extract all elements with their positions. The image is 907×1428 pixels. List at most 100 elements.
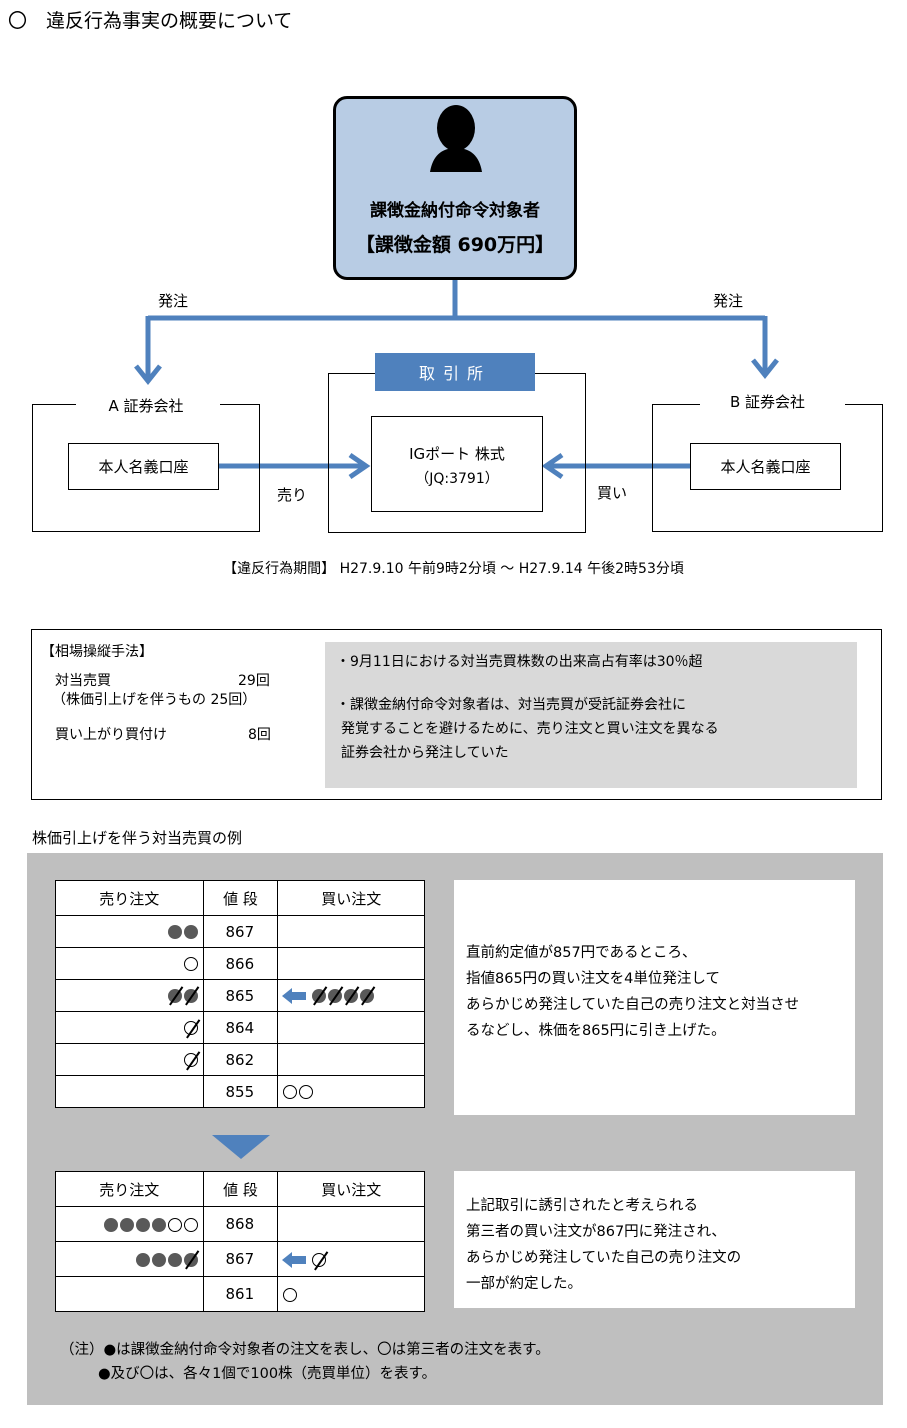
connector-arrows bbox=[134, 280, 779, 480]
explanation-2-line: 第三者の買い注文が867円に発注され、 bbox=[466, 1224, 726, 1240]
own-order-dot-matched bbox=[328, 989, 343, 1003]
page-title: 〇 違反行為事実の概要について bbox=[8, 10, 293, 32]
stock-name: IGポート 株式 bbox=[409, 445, 505, 463]
buy-label: 買い bbox=[597, 484, 628, 502]
own-order-dot bbox=[151, 1217, 166, 1232]
explanation-2: 上記取引に誘引されたと考えられる 第三者の買い注文が867円に発注され、 あらか… bbox=[454, 1171, 855, 1308]
own-order-dot-matched bbox=[167, 989, 182, 1003]
price-cell: 862 bbox=[202, 1043, 279, 1076]
account-b: 本人名義口座 bbox=[690, 443, 841, 490]
account-a: 本人名義口座 bbox=[68, 443, 219, 490]
price-cell: 865 bbox=[202, 979, 279, 1012]
own-order-dot-matched bbox=[183, 989, 198, 1003]
table-row: 867 bbox=[55, 1241, 425, 1277]
firm-b-label: B 証券会社 bbox=[729, 393, 806, 411]
method-heading: 【相場操縦手法】 bbox=[41, 644, 153, 660]
explanation-1-line: 指値865円の買い注文を4単位発注して bbox=[466, 971, 720, 987]
penalty-amount: 【課徴金額 690万円】 bbox=[355, 234, 555, 256]
own-order-dot-matched bbox=[360, 989, 375, 1003]
table-header-row: 売り注文 値 段 買い注文 bbox=[55, 1171, 425, 1207]
explanation-1-line: 直前約定値が857円であるところ、 bbox=[466, 945, 697, 961]
table-header-row: 売り注文 値 段 買い注文 bbox=[55, 880, 425, 916]
explanation-2-line: 上記取引に誘引されたと考えられる bbox=[466, 1198, 698, 1214]
table-row: 861 bbox=[55, 1276, 425, 1312]
left-arrow-icon bbox=[282, 1251, 307, 1268]
header-price: 値 段 bbox=[202, 1171, 279, 1207]
own-order-dot bbox=[135, 1252, 150, 1267]
method-note-panel bbox=[325, 642, 857, 788]
exchange-box bbox=[328, 373, 586, 533]
method-box bbox=[31, 629, 882, 800]
third-party-order-circle bbox=[183, 1217, 198, 1232]
own-order-dot-matched bbox=[312, 989, 327, 1003]
own-order-dot bbox=[167, 925, 182, 939]
price-cell: 867 bbox=[202, 1241, 279, 1277]
footnote-1: （注）●は課徴金納付命令対象者の注文を表し、〇は第三者の注文を表す。 bbox=[60, 1342, 550, 1358]
header-buy: 買い注文 bbox=[277, 880, 425, 916]
method-note-2c: 証券会社から発注していた bbox=[341, 745, 509, 761]
sell-label: 売り bbox=[277, 486, 308, 504]
third-party-order-circle bbox=[283, 1287, 298, 1302]
left-arrow-icon bbox=[282, 988, 307, 1004]
third-party-order-circle bbox=[299, 1085, 314, 1099]
price-cell: 866 bbox=[202, 947, 279, 980]
table-row: 866 bbox=[55, 947, 425, 980]
header-price: 値 段 bbox=[202, 880, 279, 916]
down-arrow-icon bbox=[212, 1135, 270, 1159]
method-buyup-label: 買い上がり買付け bbox=[55, 727, 167, 743]
example-title: 株価引上げを伴う対当売買の例 bbox=[32, 829, 243, 847]
order-label-left: 発注 bbox=[158, 292, 189, 310]
exchange-label: 取引所 bbox=[375, 353, 535, 391]
header-sell: 売り注文 bbox=[55, 880, 204, 916]
table-row: 862 bbox=[55, 1043, 425, 1076]
third-party-order-circle-matched bbox=[183, 1053, 198, 1067]
table-row: 855 bbox=[55, 1075, 425, 1108]
price-cell: 867 bbox=[202, 915, 279, 948]
table-row: 865 bbox=[55, 979, 425, 1012]
table-row: 864 bbox=[55, 1011, 425, 1044]
third-party-order-circle-matched bbox=[183, 1021, 198, 1035]
method-cross-trade-sub: （株価引上げを伴うもの 25回） bbox=[52, 692, 257, 708]
table-row: 868 bbox=[55, 1206, 425, 1242]
order-book-before: 売り注文 値 段 買い注文 867 866 865 864 862 855 bbox=[55, 880, 425, 1108]
method-buyup-count: 8回 bbox=[248, 727, 271, 743]
price-cell: 864 bbox=[202, 1011, 279, 1044]
target-person-name: 課徴金納付命令対象者 bbox=[370, 201, 540, 221]
own-order-dot bbox=[151, 1252, 166, 1267]
firm-a-box bbox=[32, 404, 260, 532]
order-label-right: 発注 bbox=[713, 292, 744, 310]
footnote-2: ●及び〇は、各々1個で100株（売買単位）を表す。 bbox=[98, 1366, 437, 1382]
method-cross-trade-label: 対当売買 bbox=[55, 673, 111, 689]
stock-box: IGポート 株式 （JQ:3791） bbox=[371, 416, 543, 512]
own-order-dot-matched bbox=[344, 989, 359, 1003]
explanation-2-line: あらかじめ発注していた自己の売り注文の bbox=[466, 1250, 742, 1266]
explanation-1-line: るなどし、株価を865円に引き上げた。 bbox=[466, 1023, 726, 1039]
third-party-order-circle bbox=[183, 957, 198, 971]
method-cross-trade-count: 29回 bbox=[238, 673, 270, 689]
price-cell: 868 bbox=[202, 1206, 279, 1242]
table-row: 867 bbox=[55, 915, 425, 948]
method-note-2a: ・課徴金納付命令対象者は、対当売買が受託証券会社に bbox=[336, 697, 686, 713]
method-note-2b: 発覚することを避けるために、売り注文と買い注文を異なる bbox=[341, 721, 719, 737]
firm-a-label: A 証券会社 bbox=[108, 397, 184, 415]
price-cell: 855 bbox=[202, 1075, 279, 1108]
own-order-dot bbox=[183, 925, 198, 939]
person-icon bbox=[430, 105, 482, 172]
stock-code: （JQ:3791） bbox=[415, 471, 499, 487]
third-party-order-circle bbox=[283, 1085, 298, 1099]
third-party-order-circle bbox=[167, 1217, 182, 1232]
own-order-dot bbox=[135, 1217, 150, 1232]
violation-period: 【違反行為期間】 H27.9.10 午前9時2分頃 ～ H27.9.14 午後2… bbox=[223, 561, 684, 577]
own-order-dot bbox=[103, 1217, 118, 1232]
own-order-dot-matched bbox=[183, 1252, 198, 1267]
firm-b-box bbox=[652, 404, 883, 532]
explanation-1-line: あらかじめ発注していた自己の売り注文と対当させ bbox=[466, 997, 800, 1013]
explanation-1: 直前約定値が857円であるところ、 指値865円の買い注文を4単位発注して あら… bbox=[454, 880, 855, 1115]
third-party-order-circle-matched bbox=[312, 1252, 327, 1267]
header-buy: 買い注文 bbox=[277, 1171, 425, 1207]
price-cell: 861 bbox=[202, 1276, 279, 1312]
own-order-dot bbox=[167, 1252, 182, 1267]
own-order-dot bbox=[119, 1217, 134, 1232]
header-sell: 売り注文 bbox=[55, 1171, 204, 1207]
explanation-2-line: 一部が約定した。 bbox=[466, 1276, 582, 1292]
